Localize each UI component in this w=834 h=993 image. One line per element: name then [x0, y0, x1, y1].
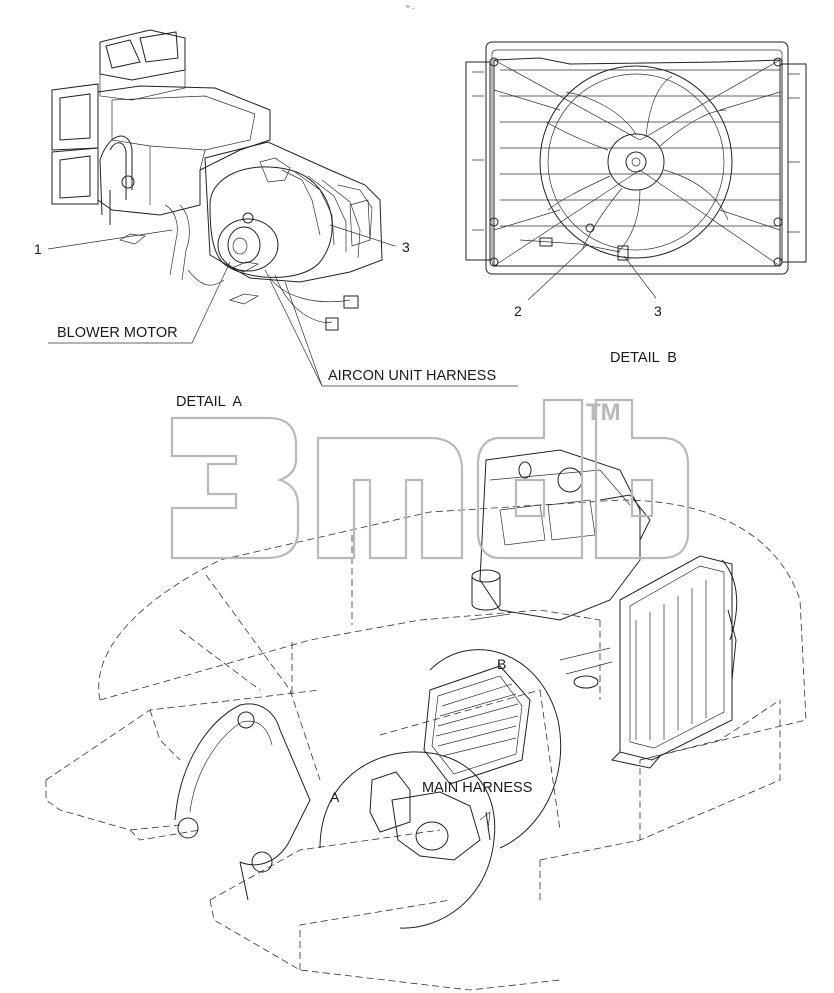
detail-b-caption: DETAIL B [610, 350, 677, 366]
detail-a-caption: DETAIL A [176, 394, 242, 410]
main-view-callouts: B A MAIN HARNESS [319, 649, 562, 929]
watermark-3mdb: TM [170, 398, 690, 560]
detail-b-drawing [465, 41, 807, 275]
callout-1: 1 [34, 241, 42, 257]
detail-b-callouts: 2 3 DETAIL B [514, 243, 677, 366]
aircon-unit-harness-label: AIRCON UNIT HARNESS [328, 368, 496, 384]
main-harness-label: MAIN HARNESS [422, 780, 532, 796]
main-view-drawing [45, 449, 807, 991]
callout-2: 2 [514, 303, 522, 319]
callout-3-detail-b: 3 [654, 303, 662, 319]
blower-motor-label: BLOWER MOTOR [57, 325, 178, 341]
detail-a-drawing [51, 29, 383, 331]
circle-b-label: B [497, 656, 506, 672]
page-mark: ™ ... [405, 5, 416, 11]
callout-3-detail-a: 3 [402, 239, 410, 255]
detail-a-callouts: 1 3 BLOWER MOTOR AIRCON UNIT HARNESS DET… [34, 224, 518, 410]
circle-a-label: A [330, 789, 340, 805]
watermark-tm: TM [586, 399, 621, 426]
